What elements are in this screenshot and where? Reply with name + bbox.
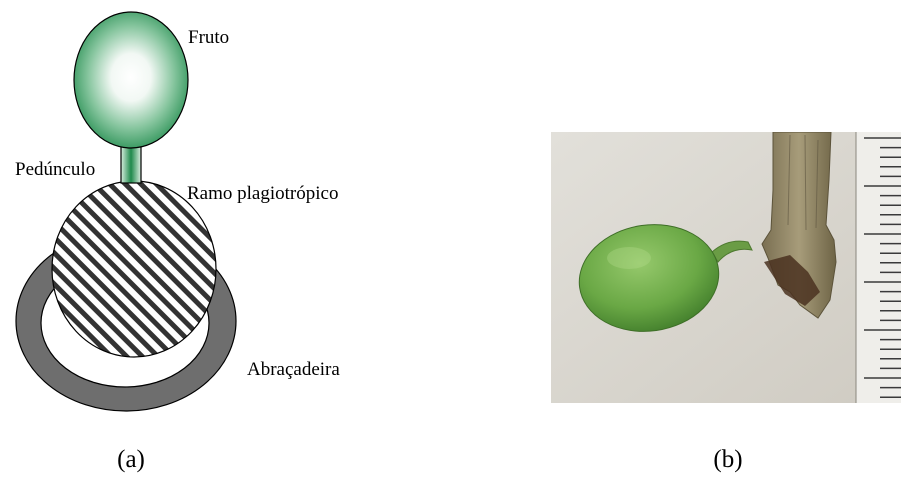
panel-a-diagram: Fruto Pedúnculo Ramo plagiotrópico Abraç… [15,12,340,473]
label-clamp: Abraçadeira [247,359,340,380]
fruit [74,12,188,148]
caption-a: (a) [117,446,145,473]
peduncle [121,145,141,183]
label-peduncle: Pedúnculo [15,159,95,180]
caption-b: (b) [713,446,742,473]
label-branch: Ramo plagiotrópico [187,183,338,204]
ruler [856,132,901,403]
branch-cross-section [52,181,216,357]
label-fruit: Fruto [188,27,229,48]
panel-b-photo: (b) [551,132,901,473]
